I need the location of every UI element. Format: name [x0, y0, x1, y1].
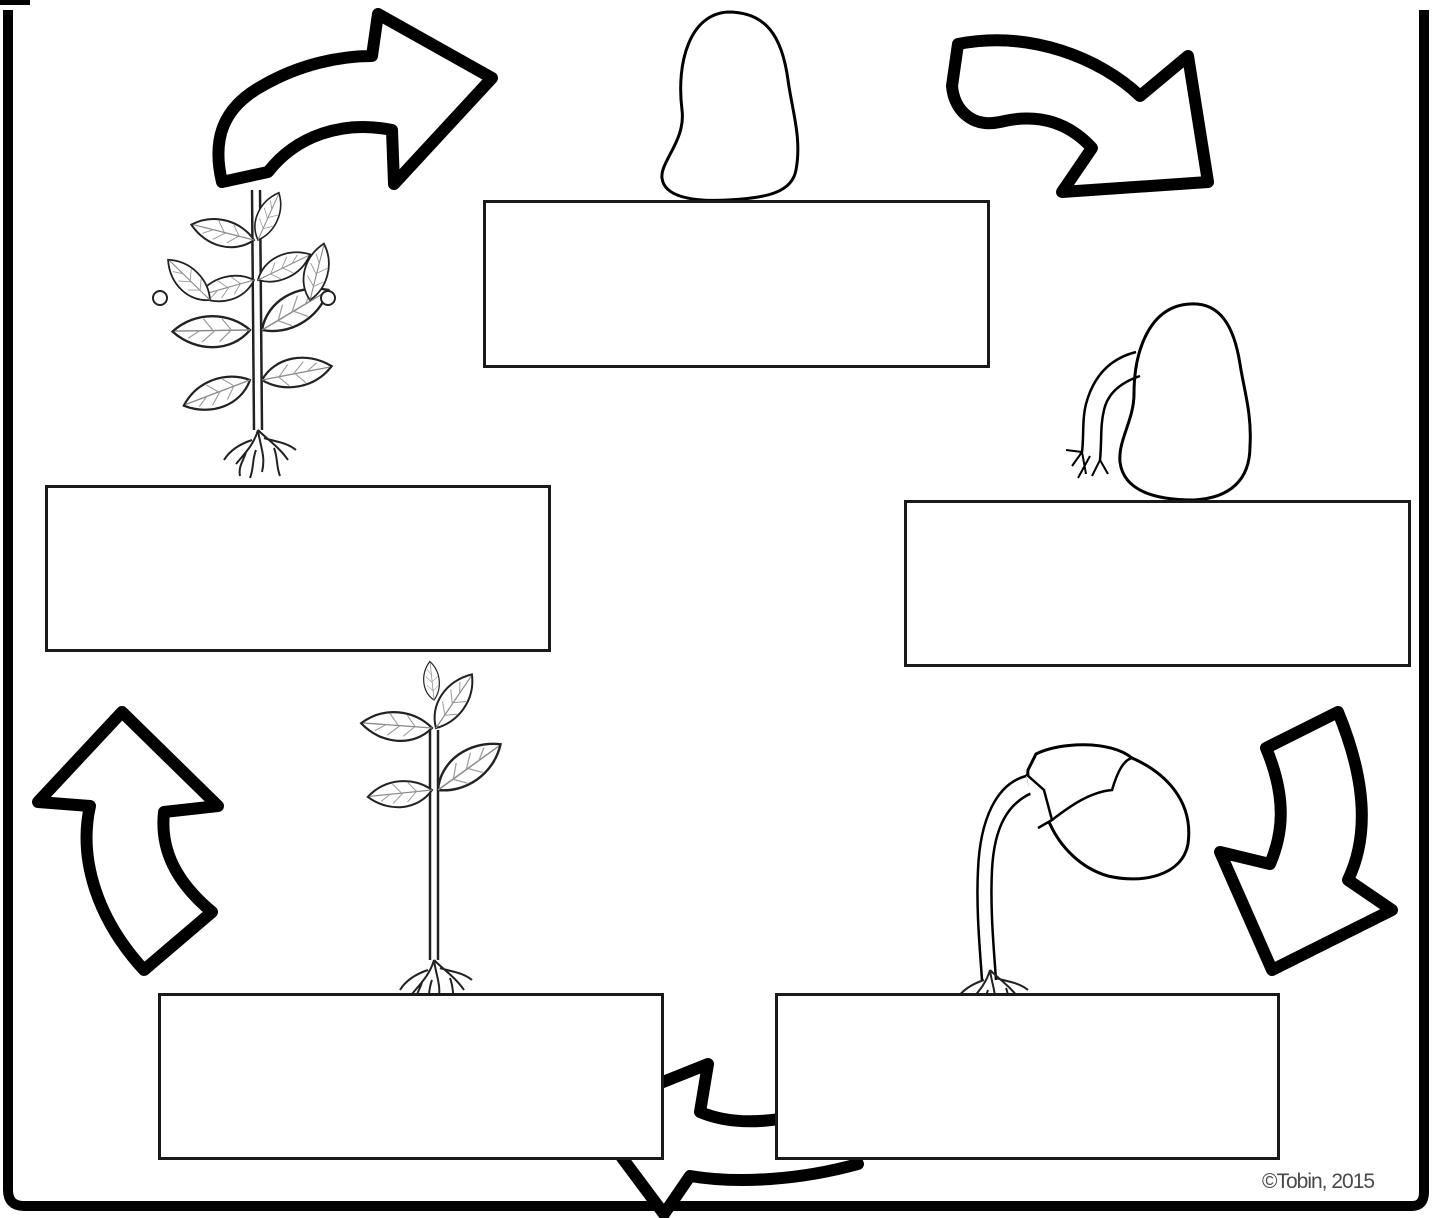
arrow-seedling-to-plant [38, 712, 218, 970]
label-box-seedling[interactable] [158, 993, 664, 1160]
label-box-germinating-seed[interactable] [904, 500, 1411, 667]
label-box-adult-plant[interactable] [45, 485, 551, 652]
seed-illustration [662, 12, 798, 200]
seedling-illustration [359, 661, 510, 1008]
label-box-sprout[interactable] [775, 993, 1280, 1160]
copyright-credit: ©Tobin, 2015 [1262, 1170, 1374, 1193]
arrow-plant-to-seed [218, 14, 492, 184]
arrow-germinating-to-sprout [1220, 712, 1392, 970]
arrow-seed-to-germinating [952, 40, 1208, 192]
label-box-seed[interactable] [483, 200, 990, 368]
germinating-seed-illustration [1066, 304, 1250, 500]
adult-plant-illustration [153, 190, 342, 478]
sprout-illustration [956, 745, 1189, 1018]
